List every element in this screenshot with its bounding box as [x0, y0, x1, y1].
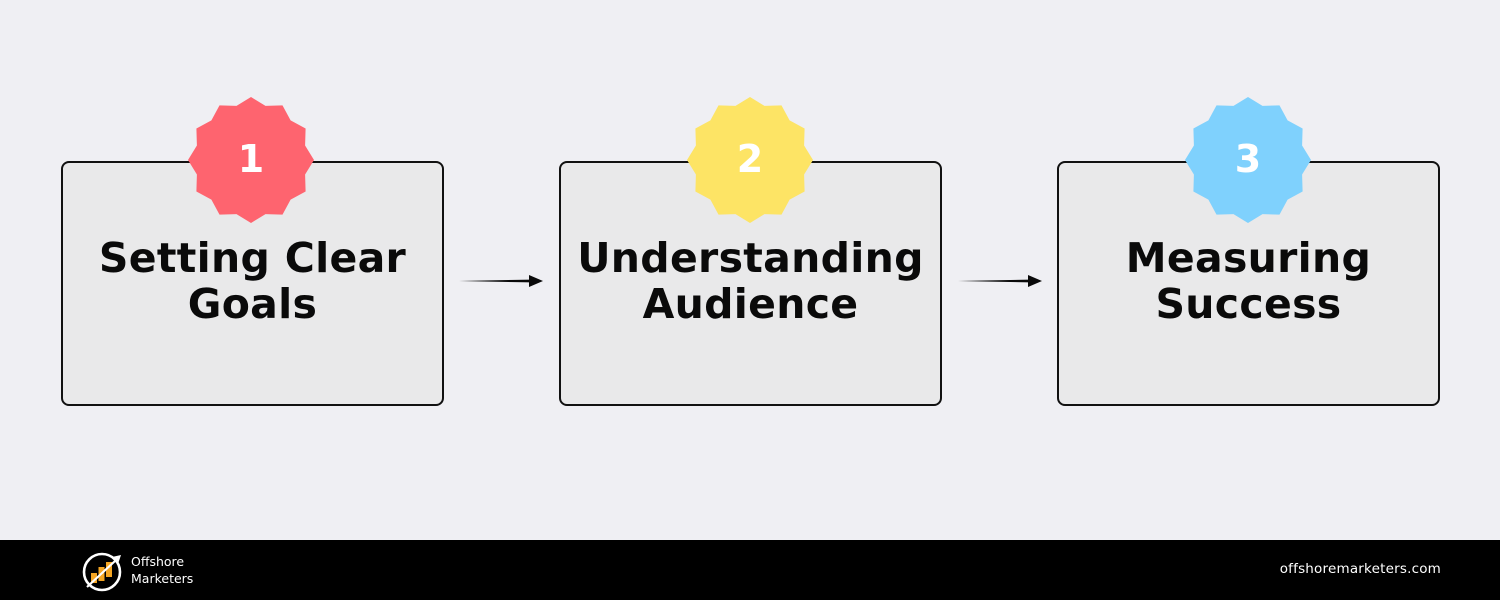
step-title-3: Measuring Success: [1059, 235, 1438, 327]
diagram-canvas: Setting Clear Goals 1 Understanding Audi…: [61, 97, 1440, 406]
brand-line-2: Marketers: [131, 571, 194, 586]
growth-chart-logo-icon[interactable]: [81, 549, 125, 593]
step-title-3-line1: Measuring: [1125, 234, 1372, 282]
step-title-1: Setting Clear Goals: [63, 235, 442, 327]
arrow-right-icon: [958, 275, 1042, 287]
step-title-2-line2: Audience: [642, 280, 859, 328]
step-badge-3: 3: [1185, 97, 1311, 223]
brand-name: Offshore Marketers: [131, 553, 193, 587]
star-burst-icon: [687, 97, 813, 223]
step-title-1-line1: Setting Clear: [98, 234, 407, 282]
step-badge-1: 1: [188, 97, 314, 223]
step-title-3-line2: Success: [1155, 280, 1342, 328]
step-number-3: 3: [1234, 137, 1262, 181]
step-title-2-line1: Understanding: [577, 234, 924, 282]
star-burst-icon: [1185, 97, 1311, 223]
step-title-1-line2: Goals: [187, 280, 318, 328]
website-link[interactable]: offshoremarketers.com: [1279, 561, 1441, 577]
step-badge-2: 2: [687, 97, 813, 223]
step-number-2: 2: [736, 137, 764, 181]
step-number-1: 1: [237, 137, 265, 181]
star-burst-icon: [188, 97, 314, 223]
footer-bar: Offshore Marketers offshoremarketers.com: [0, 540, 1500, 600]
step-title-2: Understanding Audience: [561, 235, 940, 327]
brand-line-1: Offshore: [131, 554, 185, 569]
arrow-right-icon: [459, 275, 543, 287]
